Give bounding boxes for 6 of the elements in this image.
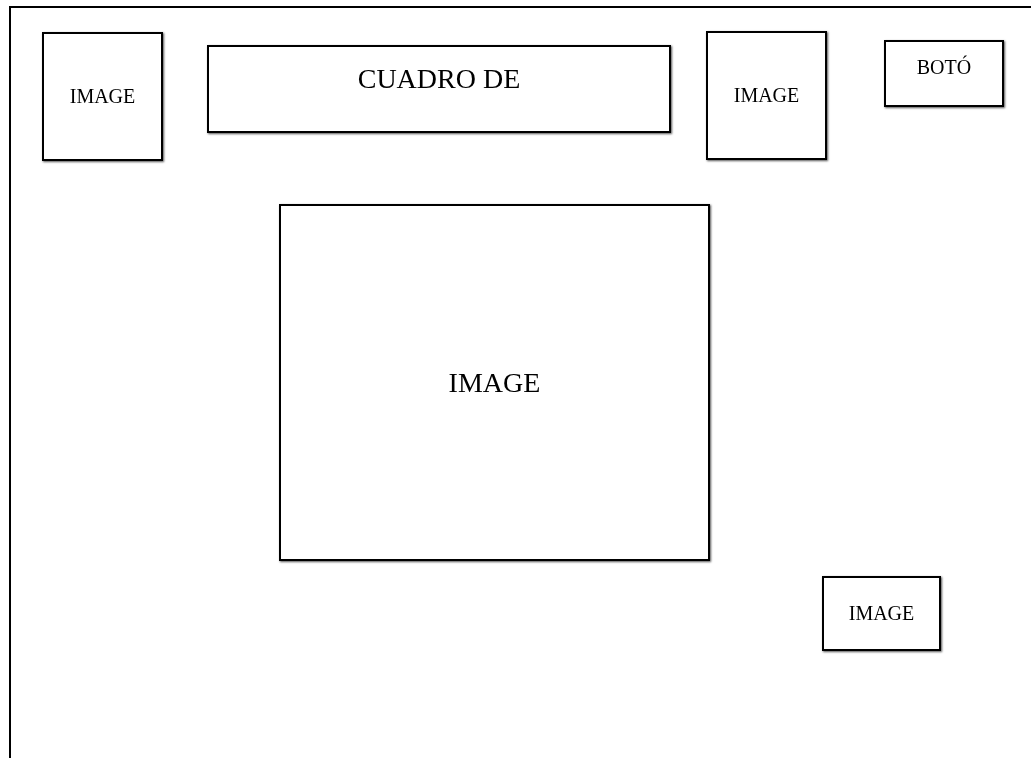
image-field: IMAGE xyxy=(822,576,941,651)
image-field: IMAGE xyxy=(706,31,827,160)
button: BOTÓ xyxy=(884,40,1004,107)
image-field: IMAGE xyxy=(279,204,710,561)
text-input: CUADRO DE xyxy=(207,45,671,133)
image-field: IMAGE xyxy=(42,32,163,161)
